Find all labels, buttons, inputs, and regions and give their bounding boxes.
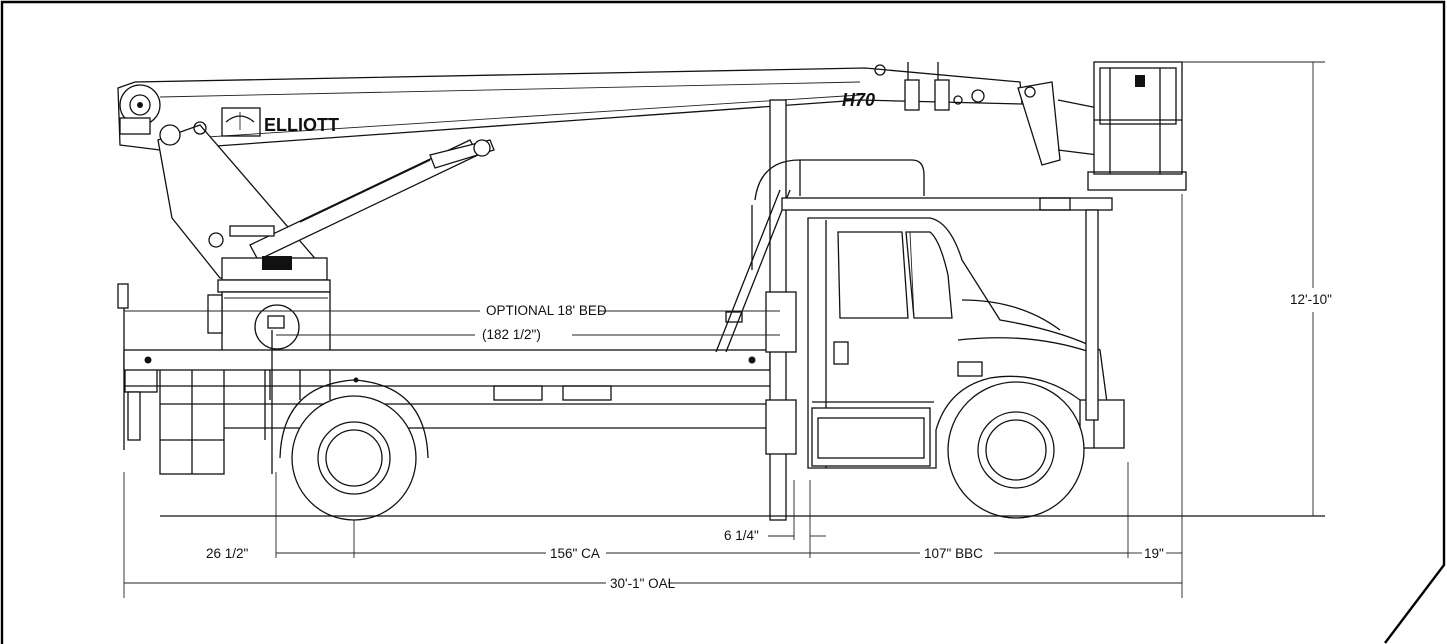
rear-overhang-label: 26 1/2" — [206, 546, 249, 561]
cab-to-axle-label: 156" CA — [550, 546, 600, 561]
overall-length-label: 30'-1" OAL — [610, 576, 676, 591]
brand-label: ELLIOTT — [264, 115, 339, 135]
rear-wheel — [279, 379, 429, 521]
boom-assembly: ELLIOTT H70 — [117, 61, 1187, 191]
optional-bed-inches-label: (182 1/2") — [482, 327, 541, 342]
cab-gap-label: 6 1/4" — [724, 528, 759, 543]
flatbed-and-frame — [123, 330, 771, 474]
front-wheel — [947, 381, 1085, 519]
rear-outrigger-and-bumper — [117, 283, 225, 475]
bumper-to-cab-label: 107" BBC — [924, 546, 983, 561]
model-label: H70 — [842, 90, 875, 110]
optional-bed-label: OPTIONAL 18' BED — [486, 303, 607, 318]
front-overhang-label: 19" — [1144, 546, 1164, 561]
turret-and-lift-cylinder — [157, 121, 495, 355]
platform-support-rail — [781, 197, 1113, 421]
dimension-lines — [123, 61, 1325, 598]
overall-height-label: 12'-10" — [1290, 292, 1332, 307]
